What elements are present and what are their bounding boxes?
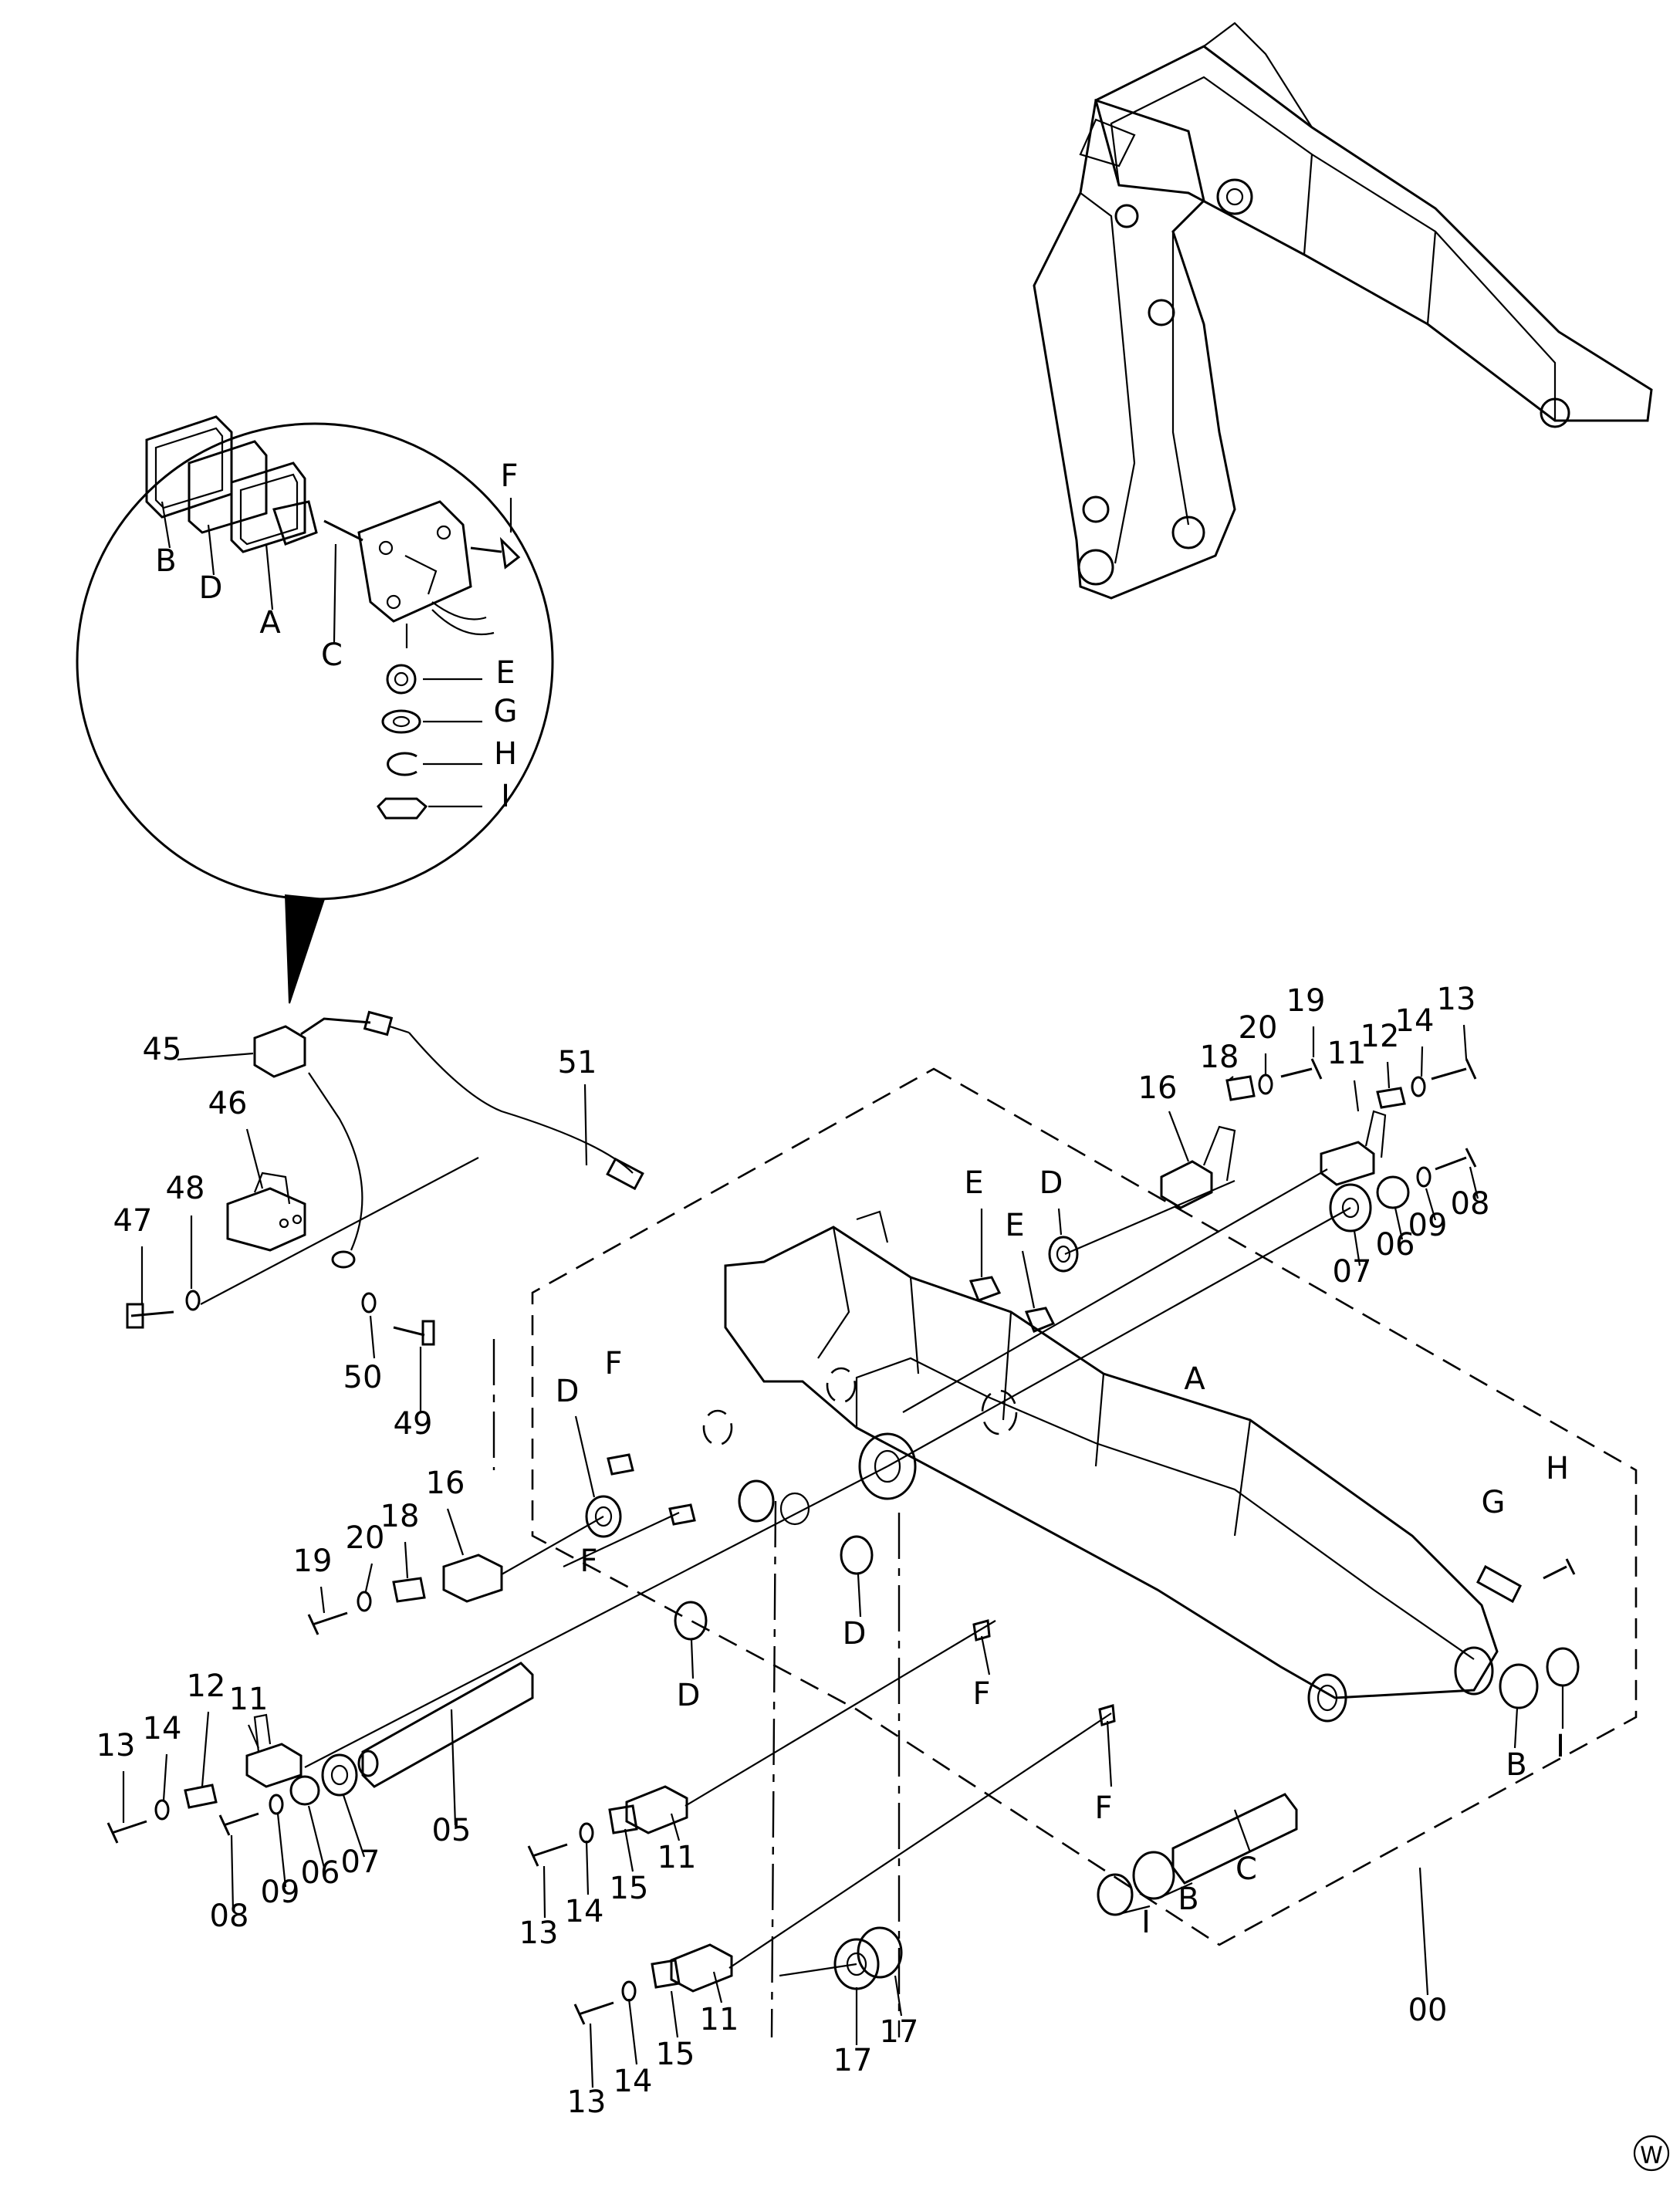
label-parts-49: 49 <box>394 1406 433 1442</box>
label-parts-11: 11 <box>657 1840 697 1875</box>
label-parts-17: 17 <box>880 2014 919 2050</box>
label-parts-47: 47 <box>113 1203 153 1239</box>
label-parts-11: 11 <box>700 2002 739 2037</box>
label-parts-13: 13 <box>1437 982 1476 1017</box>
label-parts-f: F <box>580 1544 597 1579</box>
label-parts-d: D <box>677 1678 701 1713</box>
label-parts-b: B <box>1178 1882 1198 1917</box>
lamp-assembly <box>126 1010 644 1412</box>
label-parts-e: E <box>964 1165 983 1201</box>
pin-parts-upper-right <box>887 1024 1479 1467</box>
label-parts-48: 48 <box>166 1171 205 1206</box>
label-parts-19: 19 <box>293 1544 333 1579</box>
pin-parts-bottom <box>527 1535 1580 2088</box>
label-parts-d: D <box>843 1616 867 1652</box>
label-parts-20: 20 <box>346 1520 385 1556</box>
label-parts-45: 45 <box>143 1032 182 1067</box>
label-parts-15: 15 <box>656 2037 695 2072</box>
label-parts-d: D <box>1039 1165 1063 1201</box>
label-parts-15: 15 <box>610 1871 649 1906</box>
label-parts-13: 13 <box>567 2084 607 2120</box>
label-parts-13: 13 <box>519 1915 559 1951</box>
label-parts-46: 46 <box>208 1086 248 1121</box>
label-parts-g: G <box>1482 1485 1506 1520</box>
label-parts-c: C <box>1235 1851 1257 1887</box>
label-parts-06: 06 <box>301 1855 340 1891</box>
label-parts-f: F <box>1094 1790 1112 1826</box>
label-parts-h: H <box>1546 1451 1569 1486</box>
label-parts-07: 07 <box>1333 1254 1372 1290</box>
label-parts-06: 06 <box>1376 1227 1415 1263</box>
corner-mark: W <box>1633 2135 1670 2172</box>
label-parts-f: F <box>972 1676 990 1712</box>
label-parts-08: 08 <box>1451 1186 1490 1222</box>
label-parts-05: 05 <box>432 1813 472 1848</box>
label-parts-18: 18 <box>1200 1040 1239 1075</box>
label-inset-e: E <box>495 655 515 691</box>
label-parts-16: 16 <box>1138 1070 1178 1106</box>
label-parts-14: 14 <box>1395 1003 1435 1039</box>
label-parts-d: D <box>556 1374 580 1409</box>
label-parts-19: 19 <box>1286 983 1326 1019</box>
label-parts-12: 12 <box>187 1669 226 1704</box>
label-parts-11: 11 <box>229 1682 269 1717</box>
label-parts-a: A <box>1184 1361 1205 1397</box>
boom-assembly <box>492 1067 1638 2038</box>
part-labels: BDACFEGHI454647485049511618201911121413E… <box>96 458 1569 2120</box>
label-parts-50: 50 <box>343 1360 383 1395</box>
corner-mark-letter: W <box>1640 2142 1663 2169</box>
label-parts-16: 16 <box>426 1466 465 1501</box>
label-parts-b: B <box>1506 1747 1526 1783</box>
label-parts-14: 14 <box>143 1711 182 1746</box>
label-parts-i: I <box>1141 1905 1151 1940</box>
label-inset-g: G <box>494 694 518 729</box>
label-inset-d: D <box>199 570 223 606</box>
label-parts-20: 20 <box>1239 1010 1278 1046</box>
label-parts-12: 12 <box>1361 1019 1400 1054</box>
label-parts-11: 11 <box>1327 1036 1367 1071</box>
label-parts-51: 51 <box>558 1045 597 1080</box>
label-parts-e: E <box>1005 1208 1024 1243</box>
label-parts-14: 14 <box>565 1894 604 1929</box>
label-inset-h: H <box>494 736 517 772</box>
label-parts-i: I <box>1556 1729 1565 1764</box>
label-parts-00: 00 <box>1408 1993 1448 2028</box>
label-parts-08: 08 <box>210 1899 249 1934</box>
lamp-detail-inset <box>76 415 554 1004</box>
label-inset-f: F <box>500 458 518 494</box>
label-parts-14: 14 <box>614 2064 653 2099</box>
label-inset-i: I <box>501 779 510 814</box>
overall-boom-arm-view <box>1033 22 1653 600</box>
pin-parts-left <box>106 1415 888 1912</box>
label-parts-f: F <box>604 1346 622 1381</box>
label-parts-09: 09 <box>261 1875 300 1910</box>
label-inset-b: B <box>155 543 176 579</box>
label-parts-17: 17 <box>833 2043 873 2078</box>
label-parts-18: 18 <box>380 1499 420 1534</box>
label-inset-c: C <box>321 637 343 673</box>
label-parts-13: 13 <box>96 1728 136 1763</box>
label-parts-09: 09 <box>1408 1208 1448 1243</box>
label-inset-a: A <box>259 605 281 641</box>
label-parts-07: 07 <box>341 1844 380 1880</box>
